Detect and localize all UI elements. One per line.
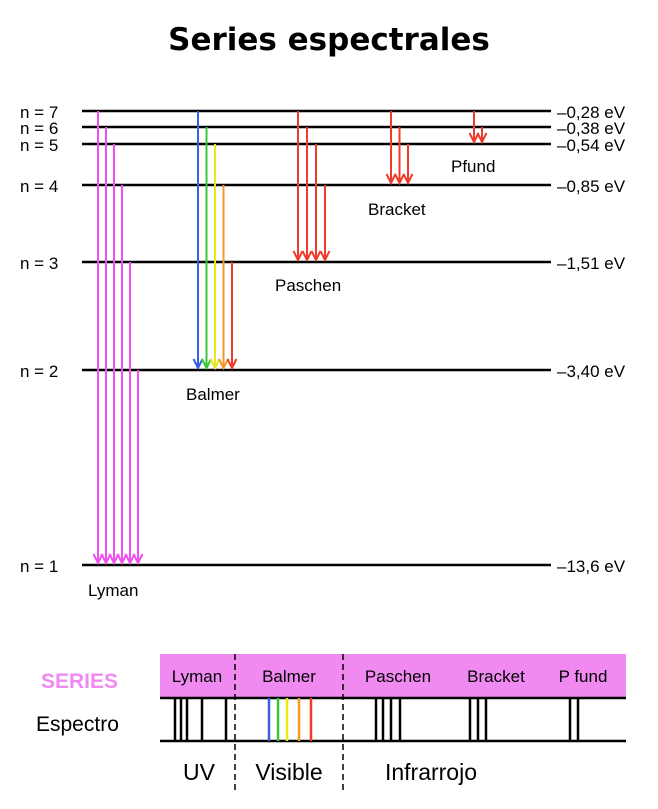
region-label-3: Infrarrojo <box>385 759 477 785</box>
level-label-3: n = 3 <box>20 254 58 273</box>
transition-lyman-4-to-1 <box>116 185 128 566</box>
series-label-balmer: Balmer <box>186 385 240 404</box>
transition-lyman-2-to-1 <box>132 370 144 566</box>
level-label-6: n = 6 <box>20 119 58 138</box>
energy-label-2: –3,40 eV <box>557 362 626 381</box>
series-heading: SERIES <box>41 670 118 693</box>
transition-lyman-7-to-1 <box>92 111 104 566</box>
energy-label-3: –1,51 eV <box>557 254 626 273</box>
transition-bracket-7-to-4 <box>385 111 397 186</box>
band-label-1: Lyman <box>172 667 222 686</box>
region-label-2: Visible <box>255 759 322 785</box>
transition-balmer-4-to-2 <box>218 185 229 371</box>
transition-lyman-5-to-1 <box>108 144 120 566</box>
level-label-2: n = 2 <box>20 362 58 381</box>
energy-label-6: –0,38 eV <box>557 119 626 138</box>
transition-lyman-6-to-1 <box>100 127 112 566</box>
transition-paschen-5-to-3 <box>310 144 322 263</box>
series-label-paschen: Paschen <box>275 276 341 295</box>
transition-balmer-5-to-2 <box>209 144 221 371</box>
band-label-2: Balmer <box>262 667 316 686</box>
energy-label-7: –0,28 eV <box>557 103 626 122</box>
band-label-5: P fund <box>559 667 608 686</box>
energy-label-5: –0,54 eV <box>557 136 626 155</box>
level-label-4: n = 4 <box>20 177 58 196</box>
series-label-pfund: Pfund <box>451 157 495 176</box>
transition-pfund-7-to-5 <box>468 111 480 145</box>
series-band <box>160 654 626 698</box>
energy-label-4: –0,85 eV <box>557 177 626 196</box>
level-label-7: n = 7 <box>20 103 58 122</box>
spectrum-heading: Espectro <box>36 713 119 736</box>
transition-paschen-6-to-3 <box>301 127 313 263</box>
transition-pfund-6-to-5 <box>476 127 488 145</box>
transition-balmer-6-to-2 <box>201 127 212 371</box>
transition-bracket-5-to-4 <box>402 144 414 186</box>
band-label-4: Bracket <box>467 667 525 686</box>
transition-lyman-3-to-1 <box>124 262 136 566</box>
transition-balmer-3-to-2 <box>226 262 238 371</box>
band-label-3: Paschen <box>365 667 431 686</box>
level-label-5: n = 5 <box>20 136 58 155</box>
energy-label-1: –13,6 eV <box>557 557 626 576</box>
series-label-bracket: Bracket <box>368 200 426 219</box>
diagram-title: Series espectrales <box>168 22 490 58</box>
series-label-lyman: Lyman <box>88 581 138 600</box>
transition-paschen-7-to-3 <box>292 111 304 263</box>
transition-balmer-7-to-2 <box>192 111 204 371</box>
transition-paschen-4-to-3 <box>319 185 331 263</box>
transition-bracket-6-to-4 <box>394 127 405 186</box>
region-label-1: UV <box>183 759 216 785</box>
level-label-1: n = 1 <box>20 557 58 576</box>
